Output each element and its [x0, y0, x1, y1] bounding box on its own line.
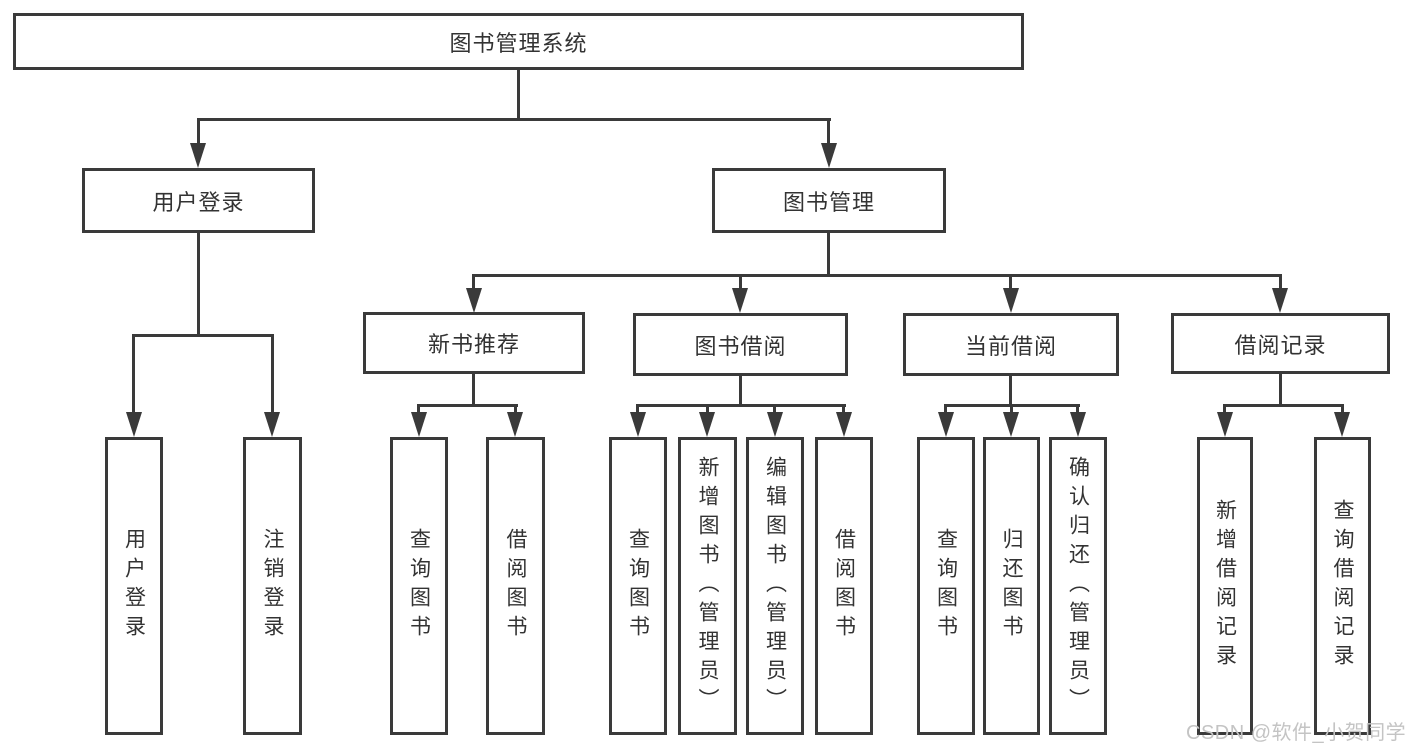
arrowhead-icon	[466, 288, 482, 313]
node-label: 图书借阅	[694, 333, 787, 359]
node-label: 新书推荐	[427, 332, 520, 357]
connector	[1009, 274, 1012, 290]
arrowhead-icon	[938, 412, 954, 437]
connector	[636, 404, 639, 414]
connector	[1223, 404, 1226, 414]
connector	[472, 274, 1282, 277]
leaf-confirm-return-admin: 确认归还（管理员）	[1049, 437, 1107, 735]
node-book-management-system: 图书管理系统	[13, 13, 1024, 70]
node-label: 编辑图书（管理员）	[763, 455, 787, 717]
connector	[417, 404, 420, 414]
connector	[132, 334, 274, 337]
connector	[1279, 373, 1282, 406]
leaf-query-books-recommend: 查询图书	[390, 437, 448, 735]
arrowhead-icon	[767, 412, 783, 437]
connector	[1009, 376, 1012, 406]
arrowhead-icon	[1003, 288, 1019, 313]
connector	[944, 404, 947, 414]
connector	[197, 233, 200, 337]
node-label: 确认归还（管理员）	[1066, 455, 1090, 717]
node-book-borrowing: 图书借阅	[633, 313, 848, 376]
connector	[1341, 404, 1344, 414]
node-label: 查询图书	[626, 528, 650, 644]
node-label: 新增借阅记录	[1213, 499, 1237, 673]
leaf-add-book-admin: 新增图书（管理员）	[678, 437, 737, 735]
node-label: 图书管理	[782, 189, 875, 215]
node-label: 查询图书	[934, 528, 958, 644]
node-label: 查询借阅记录	[1331, 499, 1354, 673]
connector	[1279, 274, 1282, 290]
arrowhead-icon	[190, 143, 206, 168]
leaf-return-books: 归还图书	[983, 437, 1040, 735]
node-current-borrowing: 当前借阅	[903, 313, 1119, 376]
node-label: 借阅图书	[832, 528, 856, 644]
connector	[827, 233, 830, 277]
csdn-watermark: CSDN @软件_小贺同学	[1186, 722, 1405, 744]
connector	[636, 404, 846, 407]
leaf-query-borrow-record: 查询借阅记录	[1314, 437, 1371, 735]
connector	[472, 274, 475, 290]
arrowhead-icon	[507, 412, 523, 437]
connector	[739, 274, 742, 290]
leaf-edit-book-admin: 编辑图书（管理员）	[746, 437, 804, 735]
arrowhead-icon	[126, 412, 142, 437]
leaf-borrow-books-borrowing: 借阅图书	[815, 437, 873, 735]
node-label: 当前借阅	[964, 333, 1057, 359]
connector	[132, 334, 135, 412]
arrowhead-icon	[411, 412, 427, 437]
connector	[739, 376, 742, 406]
arrowhead-icon	[821, 143, 837, 168]
node-label: 归还图书	[1000, 528, 1023, 644]
node-label: 借阅记录	[1234, 332, 1327, 358]
arrowhead-icon	[264, 412, 280, 437]
leaf-borrow-books-recommend: 借阅图书	[486, 437, 545, 735]
node-user-login: 用户登录	[82, 168, 315, 233]
connector	[514, 404, 517, 414]
connector	[842, 404, 845, 414]
leaf-add-borrow-record: 新增借阅记录	[1197, 437, 1253, 735]
leaf-user-login: 用户登录	[105, 437, 163, 735]
arrowhead-icon	[1003, 412, 1019, 437]
node-label: 用户登录	[122, 528, 146, 644]
arrowhead-icon	[732, 288, 748, 313]
connector	[1010, 404, 1013, 414]
leaf-query-books-borrowing: 查询图书	[609, 437, 667, 735]
node-label: 图书管理系统	[449, 30, 588, 56]
arrowhead-icon	[1070, 412, 1086, 437]
arrowhead-icon	[699, 412, 715, 437]
connector	[773, 404, 776, 414]
connector	[417, 404, 518, 407]
node-label: 用户登录	[152, 189, 245, 215]
connector	[706, 404, 709, 414]
arrowhead-icon	[630, 412, 646, 437]
arrowhead-icon	[1334, 412, 1350, 437]
connector	[827, 118, 830, 146]
connector	[472, 373, 475, 406]
node-book-management: 图书管理	[712, 168, 946, 233]
connector	[197, 118, 831, 121]
node-label: 查询图书	[407, 528, 431, 644]
connector	[1076, 404, 1079, 414]
arrowhead-icon	[1217, 412, 1233, 437]
leaf-logout: 注销登录	[243, 437, 302, 735]
connector	[197, 118, 200, 146]
node-label: 借阅图书	[504, 528, 527, 644]
arrowhead-icon	[1272, 288, 1288, 313]
node-label: 新增图书（管理员）	[696, 455, 719, 717]
leaf-query-books-current: 查询图书	[917, 437, 975, 735]
connector	[271, 334, 274, 412]
node-new-book-recommend: 新书推荐	[363, 312, 585, 374]
node-borrowing-records: 借阅记录	[1171, 313, 1390, 374]
node-label: 注销登录	[261, 528, 284, 644]
connector	[517, 70, 520, 120]
connector	[1223, 404, 1344, 407]
arrowhead-icon	[836, 412, 852, 437]
